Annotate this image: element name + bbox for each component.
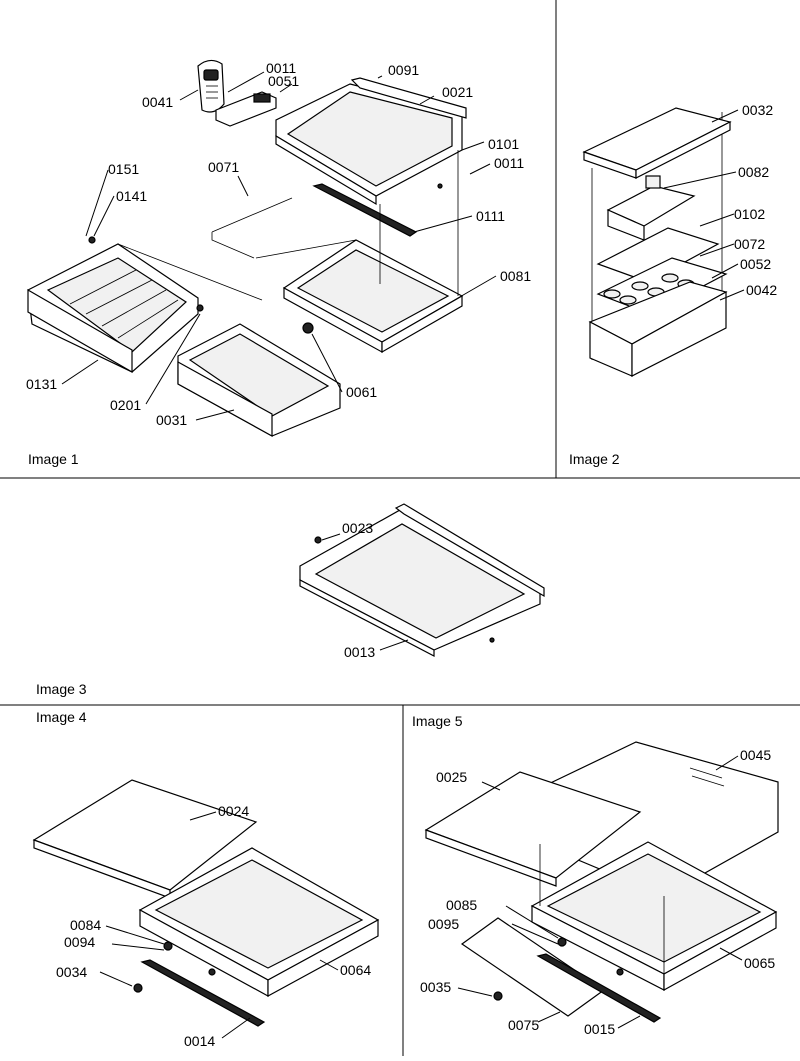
callout-0015: 0015 [584, 1021, 615, 1037]
shelf-frame-0064 [138, 847, 380, 998]
callout-0032: 0032 [742, 102, 773, 118]
divider-bar [312, 183, 418, 237]
panel-label-image-3: Image 3 [36, 681, 87, 697]
bushing-0095 [557, 937, 567, 947]
callout-0011: 0011 [266, 60, 296, 76]
callout-0034: 0034 [56, 964, 87, 980]
screw-right [489, 637, 495, 643]
shelf-rod [211, 197, 293, 259]
top-shelf [275, 77, 467, 206]
screw-right-4 [208, 968, 216, 976]
callout-0095: 0095 [428, 916, 459, 932]
part-0035 [493, 991, 503, 1001]
callout-0013: 0013 [344, 644, 375, 660]
bushing-0094 [163, 941, 173, 951]
callout-0014: 0014 [184, 1033, 215, 1049]
panel-label-image-5: Image 5 [412, 713, 463, 729]
screw-0011-right [437, 183, 443, 189]
control-housing [197, 59, 225, 113]
callout-0045: 0045 [740, 747, 771, 763]
image-1-assembly [27, 59, 497, 438]
lower-shelf-frame [282, 239, 464, 354]
callout-0011-right: 0011 [494, 155, 524, 171]
callout-0042: 0042 [746, 282, 777, 298]
callout-0082: 0082 [738, 164, 769, 180]
callout-0151: 0151 [108, 161, 139, 177]
callout-0101: 0101 [488, 136, 519, 152]
panel-label-image-4: Image 4 [36, 709, 87, 725]
callout-0035: 0035 [420, 979, 451, 995]
callout-0051: 0051 [268, 73, 299, 89]
callout-0065: 0065 [744, 955, 775, 971]
callout-0094: 0094 [64, 934, 95, 950]
front-trim-0014 [140, 959, 266, 1027]
callout-0023: 0023 [342, 520, 373, 536]
front-trim-0015 [536, 953, 662, 1023]
crisper-drawer [27, 243, 199, 374]
callout-0024: 0024 [218, 803, 249, 819]
callout-0084: 0084 [70, 917, 101, 933]
screw-0141 [88, 236, 96, 244]
cap-0061 [302, 322, 314, 334]
callout-0075: 0075 [508, 1017, 539, 1033]
tray-frame [596, 227, 720, 283]
dairy-lid [606, 175, 696, 241]
callout-0061: 0061 [346, 384, 377, 400]
callout-0201: 0201 [110, 397, 141, 413]
screw-right-5 [616, 968, 624, 976]
callout-0131: 0131 [26, 376, 57, 392]
shelf-frame-0065 [530, 841, 778, 992]
callout-0085: 0085 [446, 897, 477, 913]
callout-0091: 0091 [388, 62, 419, 78]
callout-0041: 0041 [142, 94, 173, 110]
part-0034 [133, 983, 143, 993]
image-3-assembly [299, 503, 545, 657]
control-bracket [215, 91, 277, 127]
callout-0052: 0052 [740, 256, 771, 272]
panel-label-image-1: Image 1 [28, 451, 79, 467]
screw-0023 [314, 536, 322, 544]
callout-0071: 0071 [208, 159, 239, 175]
callout-0081: 0081 [500, 268, 531, 284]
callout-0141: 0141 [116, 188, 147, 204]
screw-0201 [196, 304, 204, 312]
callout-0111: 0111 [476, 208, 505, 224]
dairy-cover [582, 107, 732, 179]
callout-0021: 0021 [442, 84, 473, 100]
image-4-assembly [32, 779, 380, 1039]
callout-0072: 0072 [734, 236, 765, 252]
callout-0064: 0064 [340, 962, 371, 978]
panel-label-image-2: Image 2 [569, 451, 620, 467]
lower-drawer [177, 323, 341, 438]
image-5-assembly [424, 741, 779, 1029]
image-2-assembly [582, 107, 745, 377]
callout-0031: 0031 [156, 412, 187, 428]
callout-0102: 0102 [734, 206, 765, 222]
dairy-bin [588, 281, 728, 377]
callout-0025: 0025 [436, 769, 467, 785]
